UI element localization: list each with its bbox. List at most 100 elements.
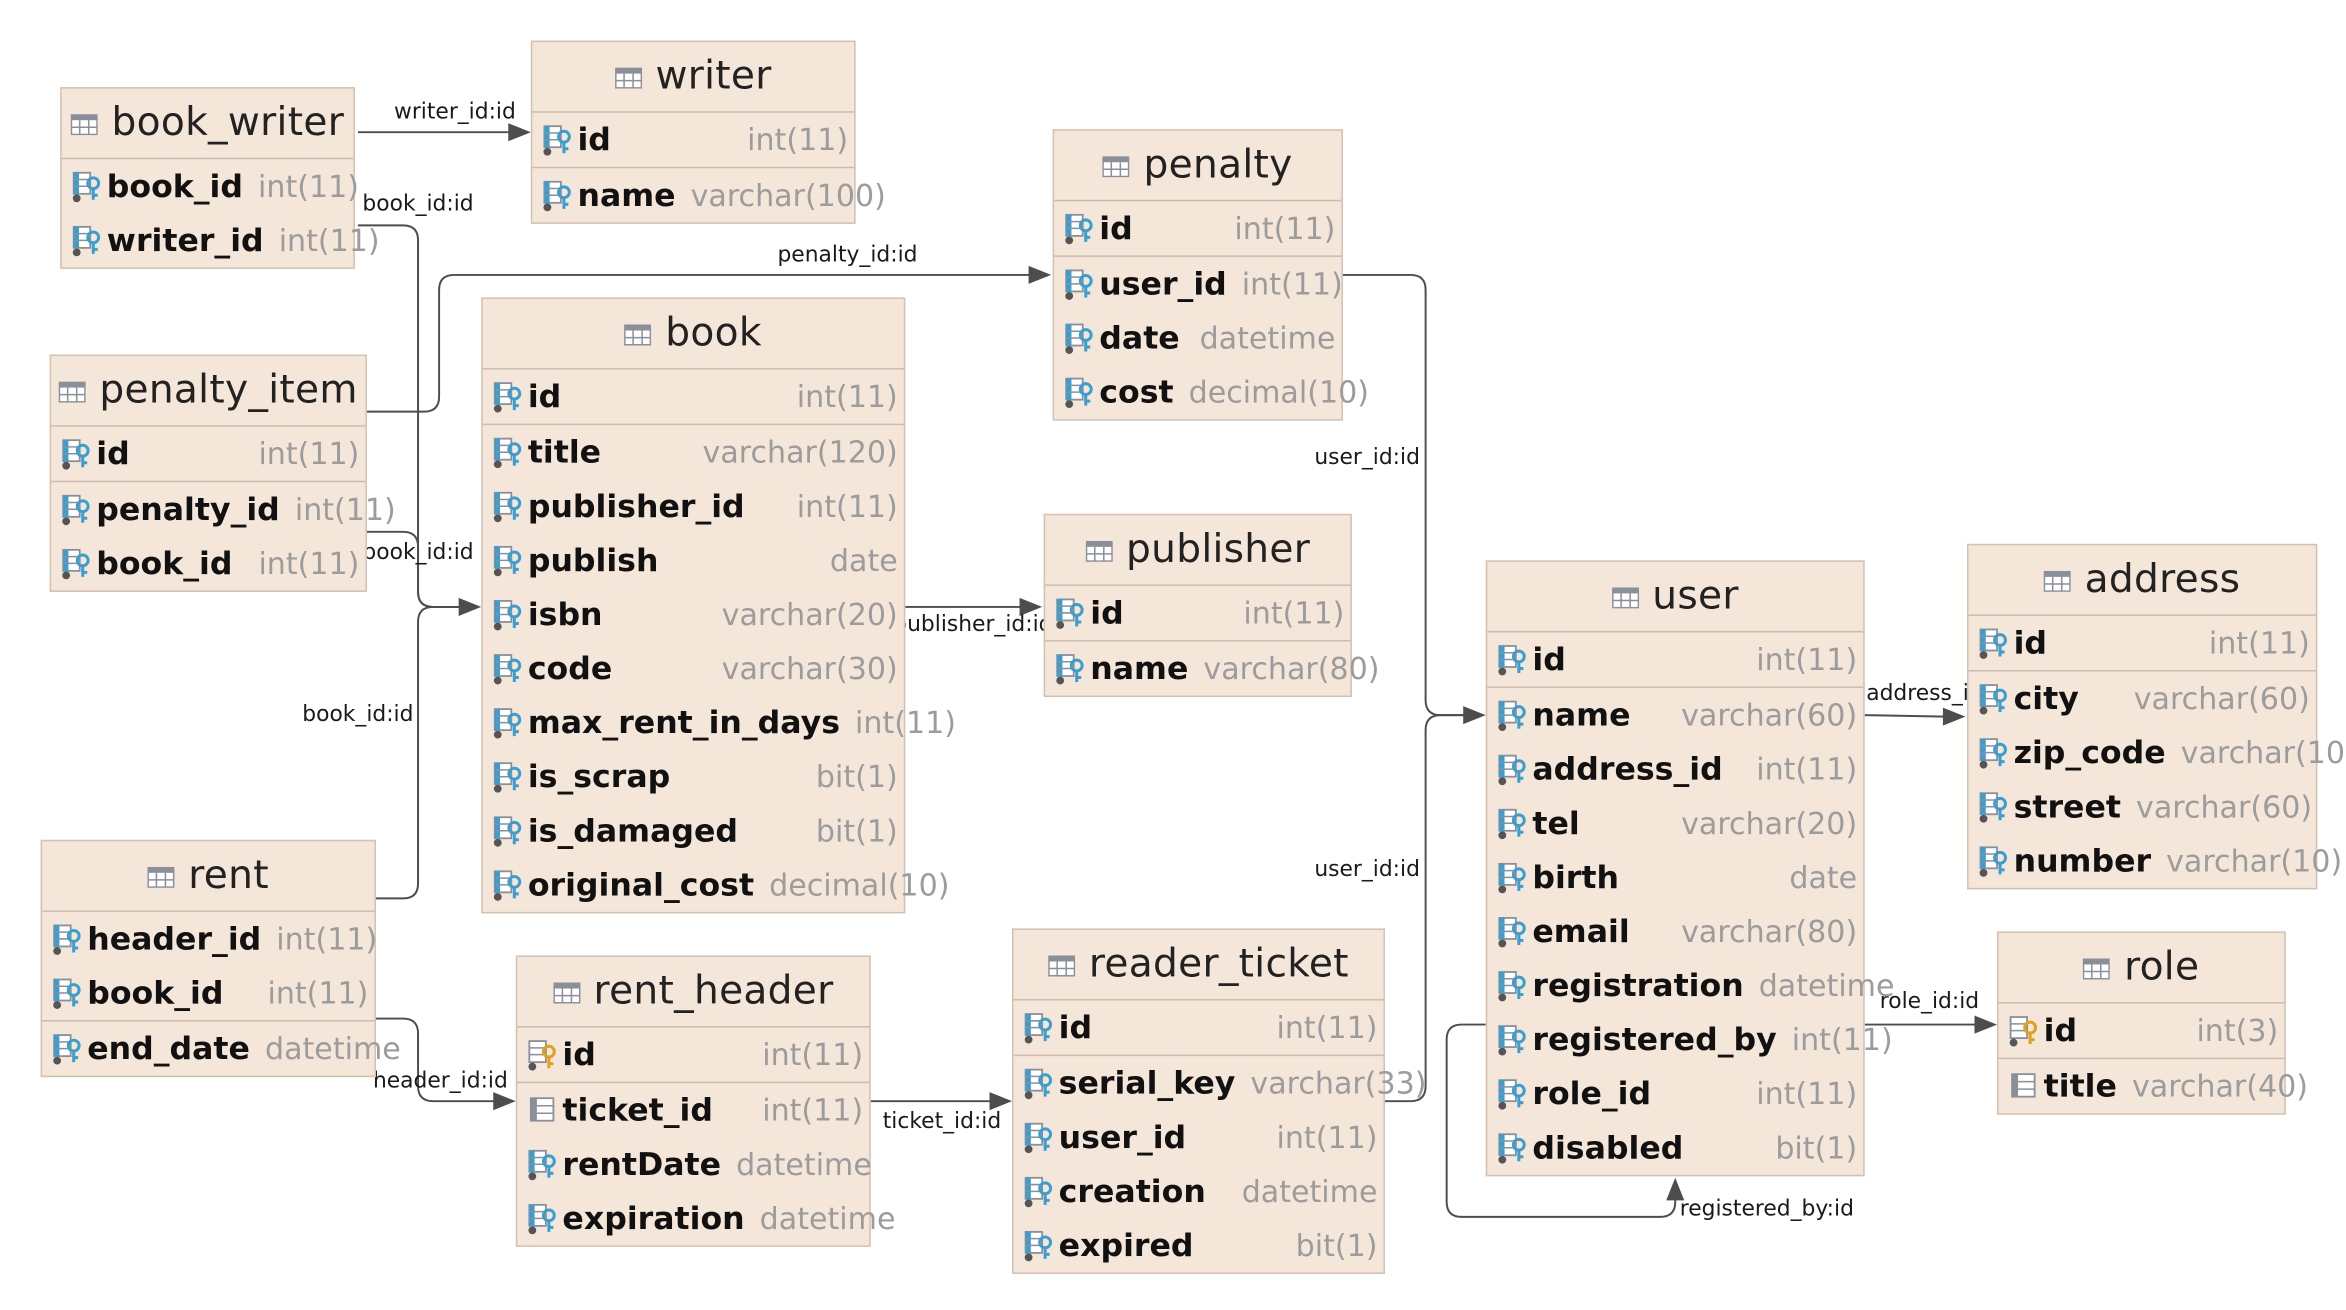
fk-column-icon: [71, 224, 104, 257]
column-name: writer_id: [106, 222, 264, 259]
entity-header[interactable]: publisher: [1045, 515, 1351, 586]
column-type: int(11): [267, 974, 369, 1012]
entity-header[interactable]: address: [1968, 545, 2316, 616]
entity-header[interactable]: rent: [42, 841, 375, 912]
column-type: varchar(10): [2180, 734, 2346, 771]
column-name: ticket_id: [562, 1092, 713, 1129]
fk-column-icon: [1054, 652, 1087, 685]
entity-header[interactable]: reader_ticket: [1013, 930, 1384, 1001]
fk-column-icon: [526, 1202, 559, 1235]
entity-title: user: [1652, 573, 1739, 619]
entity-header[interactable]: role: [1998, 933, 2285, 1004]
column-type: varchar(30): [721, 650, 898, 687]
fk-column-icon: [1977, 844, 2010, 877]
relation-label: book_id:id: [362, 192, 474, 217]
column-name: book_id: [96, 545, 233, 582]
column-name: id: [1058, 1009, 1093, 1046]
column-type: int(11): [1276, 1119, 1378, 1156]
entity-header[interactable]: rent_header: [517, 957, 870, 1028]
fk-column-icon: [492, 814, 525, 847]
entity-header[interactable]: user: [1487, 562, 1864, 633]
entity-header[interactable]: book_writer: [61, 89, 354, 160]
entity-header[interactable]: penalty_item: [51, 356, 366, 427]
entity-header[interactable]: writer: [532, 42, 855, 113]
fk-column-icon: [1977, 626, 2010, 659]
entity-header[interactable]: penalty: [1054, 131, 1342, 202]
column-type: varchar(80): [1681, 913, 1858, 950]
fk-column-icon: [1063, 212, 1096, 245]
column-type: int(11): [762, 1036, 864, 1073]
relation-label: ticket_id:id: [882, 1110, 1002, 1135]
entity-header[interactable]: book: [482, 299, 904, 370]
column-name: expired: [1058, 1227, 1194, 1264]
column-name: id: [1099, 210, 1133, 247]
